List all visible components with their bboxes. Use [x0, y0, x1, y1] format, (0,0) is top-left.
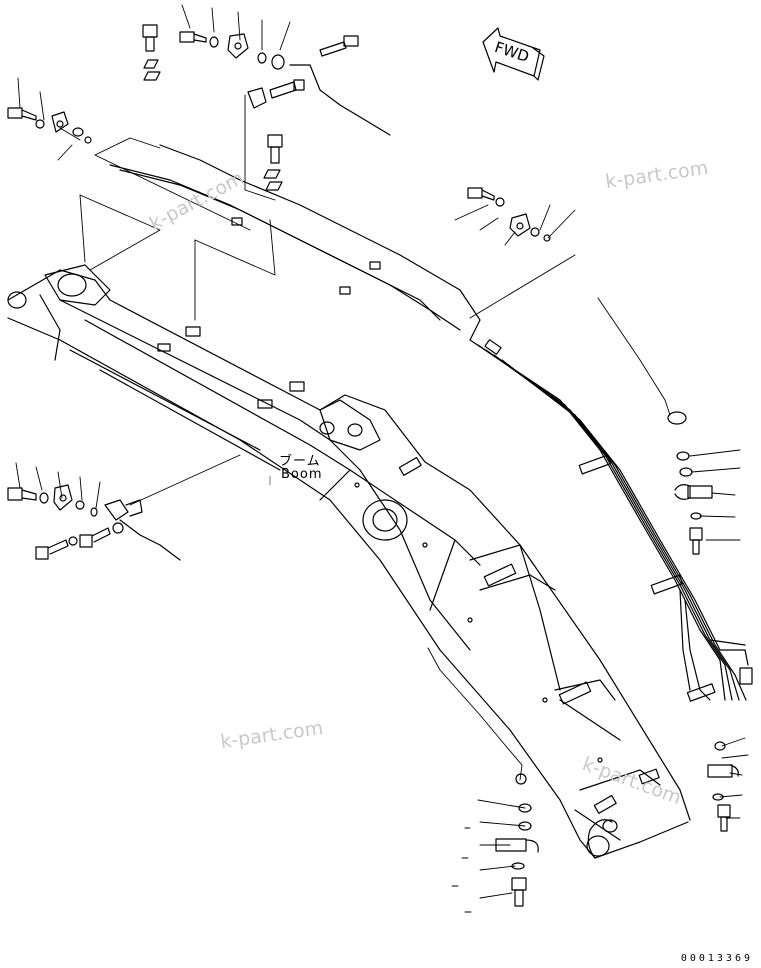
- washer-upper-center: [265, 181, 283, 191]
- clamp-left-mid: [53, 484, 73, 511]
- spacer-left-mid: [90, 507, 98, 517]
- lube-lines: [109, 64, 481, 561]
- clamp-top-mid: [247, 87, 267, 109]
- boom-top-clamps: [157, 217, 660, 814]
- washer-left-lower: [68, 536, 78, 546]
- boom-label-japanese: ブーム: [279, 454, 321, 469]
- clamp-right-lower: [707, 764, 739, 778]
- bolt-top-vertical: [142, 24, 158, 52]
- bolt-left-lower-2: [79, 527, 111, 548]
- clamp-right-top: [509, 213, 531, 237]
- bolt-right-mid: [689, 527, 703, 555]
- bolt-bottom: [511, 877, 527, 907]
- o-ring-bottom: [518, 821, 532, 831]
- washer-right-top: [495, 197, 505, 207]
- bolt-mid-horizontal: [269, 79, 305, 99]
- spring-washer-bottom: [511, 862, 525, 870]
- bolt-top-left: [7, 107, 37, 121]
- spacer-right-top: [543, 234, 551, 242]
- boom-label-english: Boom: [281, 467, 323, 482]
- spring-washer-upper-center: [263, 169, 281, 179]
- fitting-bottom: [515, 773, 527, 785]
- fitting-top: [271, 54, 285, 70]
- bolt-right-lower: [717, 804, 731, 832]
- bolt-right-top: [467, 187, 495, 201]
- bolt-left-mid: [7, 487, 37, 501]
- washer-right-mid: [676, 451, 690, 461]
- washer-right-lower: [714, 741, 726, 751]
- boom-body: [7, 264, 691, 859]
- washer-bottom: [518, 803, 532, 813]
- washer-top-center: [209, 36, 219, 48]
- washer-top-left: [35, 119, 45, 129]
- fitting-right-mid: [667, 411, 687, 425]
- bolt-top-horizontal: [179, 31, 207, 43]
- fitting-left-lower: [112, 522, 124, 534]
- o-ring-right-mid: [679, 467, 693, 477]
- drawing-number: 00013369: [680, 953, 753, 964]
- leader-lines: [15, 4, 749, 913]
- bolt-upper-center: [267, 134, 283, 164]
- hydraulic-tube-bundle: [469, 339, 749, 701]
- clamp-left-mid-2: [104, 499, 143, 521]
- tube-clamps: [484, 339, 753, 702]
- spacer-top-left: [84, 136, 92, 144]
- o-ring-left-mid: [75, 500, 85, 510]
- spring-washer-right-mid: [690, 512, 702, 520]
- o-ring-right-top: [530, 227, 540, 237]
- washer-top: [143, 71, 161, 81]
- clamp-right-mid: [674, 484, 713, 500]
- o-ring-top-left: [72, 127, 84, 137]
- spring-washer-top: [143, 59, 159, 69]
- clamp-top-center: [227, 33, 249, 59]
- bolt-left-lower-1: [35, 539, 69, 560]
- clamp-bottom: [495, 838, 539, 853]
- bolt-top-right: [319, 35, 359, 57]
- fwd-arrow: [482, 27, 545, 81]
- spring-washer-right-lower: [712, 793, 724, 801]
- clamp-top-left: [51, 111, 69, 133]
- washer-left-mid: [39, 492, 49, 504]
- o-ring-top-center: [257, 52, 267, 64]
